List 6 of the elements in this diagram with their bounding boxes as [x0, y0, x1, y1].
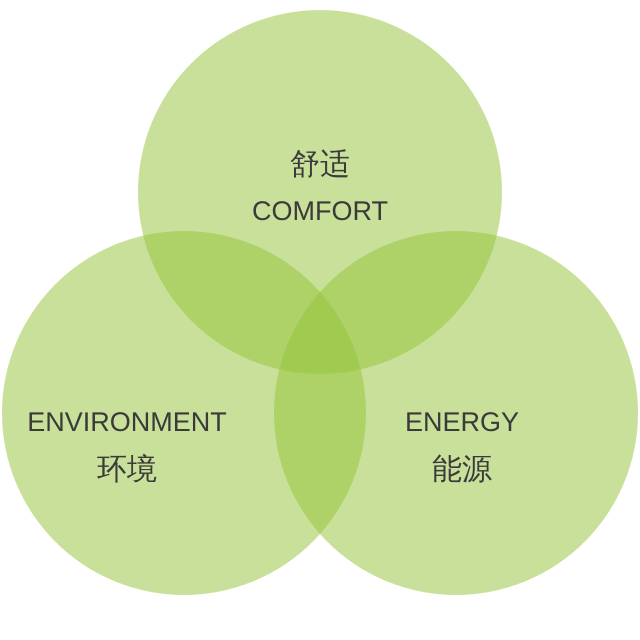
circle-label: 舒适	[290, 150, 350, 180]
circle-label: COMFORT	[252, 198, 388, 225]
circle-label: ENERGY	[404, 409, 520, 436]
circle-label: 能源	[432, 455, 492, 485]
circle-label: ENVIRONMENT	[27, 409, 227, 436]
circle-label: 环境	[97, 455, 157, 485]
